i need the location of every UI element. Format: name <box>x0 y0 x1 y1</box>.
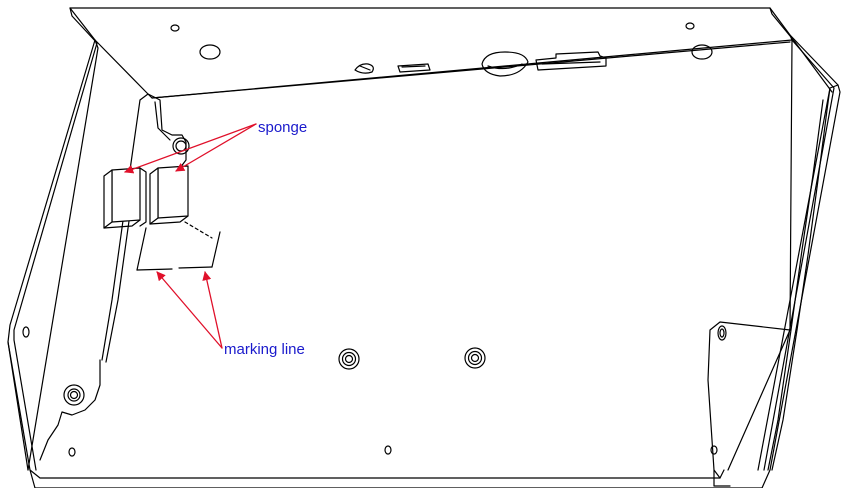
connector-slot-icon <box>397 63 431 73</box>
standoff-icon <box>338 348 360 370</box>
mount-hole-icon <box>170 24 180 32</box>
screw-slot-icon <box>354 63 374 74</box>
left-side-wall <box>7 39 99 489</box>
power-connector-icon <box>535 51 607 71</box>
side-hole-icon <box>22 326 30 338</box>
right-side-wall <box>707 34 841 489</box>
marking-line-label: marking line <box>224 341 305 358</box>
standoff-icon <box>63 384 85 406</box>
marking-line-callout-arrows <box>156 271 223 349</box>
side-hole-icon <box>717 325 727 341</box>
standoff-icon <box>464 347 486 369</box>
floor-hole-icon <box>384 445 392 455</box>
sponge-callout-arrows <box>124 123 257 174</box>
arrow-icon <box>202 271 223 349</box>
arrow-icon <box>175 123 257 172</box>
side-hole-icon <box>710 445 718 455</box>
mount-hole-icon <box>685 22 695 30</box>
floor-hole-icon <box>68 447 76 457</box>
sponge-pad-right <box>149 165 189 225</box>
left-bracket <box>29 93 725 479</box>
marking-lines <box>136 221 221 271</box>
mount-hole-icon <box>691 44 713 60</box>
sponge-label: sponge <box>258 119 307 136</box>
base-plate <box>34 347 763 489</box>
arrow-icon <box>124 123 257 174</box>
round-port-icon <box>481 51 529 77</box>
mount-hole-icon <box>199 44 221 60</box>
arrow-icon <box>156 271 223 349</box>
sponge-pad-left <box>103 167 147 229</box>
back-wall <box>69 7 796 99</box>
